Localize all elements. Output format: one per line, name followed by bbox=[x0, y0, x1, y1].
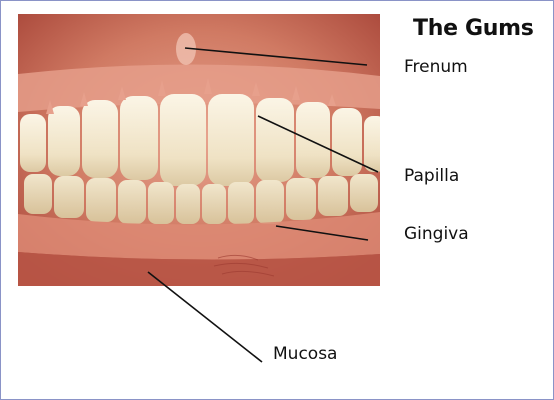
frenum-highlight bbox=[176, 33, 196, 65]
tooth bbox=[148, 182, 174, 224]
label-papilla: Papilla bbox=[404, 166, 459, 186]
tooth bbox=[256, 180, 284, 224]
tooth bbox=[82, 100, 118, 178]
tooth bbox=[256, 98, 294, 182]
tooth bbox=[118, 180, 146, 224]
tooth bbox=[160, 94, 206, 186]
tooth bbox=[86, 178, 116, 222]
upper-teeth bbox=[20, 94, 380, 186]
tooth bbox=[350, 174, 378, 212]
tooth bbox=[176, 184, 200, 224]
tooth bbox=[208, 94, 254, 186]
tooth bbox=[20, 114, 46, 172]
tooth bbox=[120, 96, 158, 180]
tooth bbox=[286, 178, 316, 220]
tooth bbox=[318, 176, 348, 216]
tooth bbox=[296, 102, 330, 178]
tooth bbox=[228, 182, 254, 224]
tooth bbox=[364, 116, 380, 172]
label-gingiva: Gingiva bbox=[404, 224, 469, 244]
teeth-photo bbox=[18, 14, 380, 286]
tooth bbox=[332, 108, 362, 176]
label-mucosa: Mucosa bbox=[273, 344, 337, 364]
label-frenum: Frenum bbox=[404, 57, 468, 77]
tooth bbox=[202, 184, 226, 224]
tooth bbox=[48, 106, 80, 176]
tooth bbox=[24, 174, 52, 214]
figure-title: The Gums bbox=[413, 16, 534, 41]
tooth bbox=[54, 176, 84, 218]
teeth-photo-illustration bbox=[18, 14, 380, 286]
